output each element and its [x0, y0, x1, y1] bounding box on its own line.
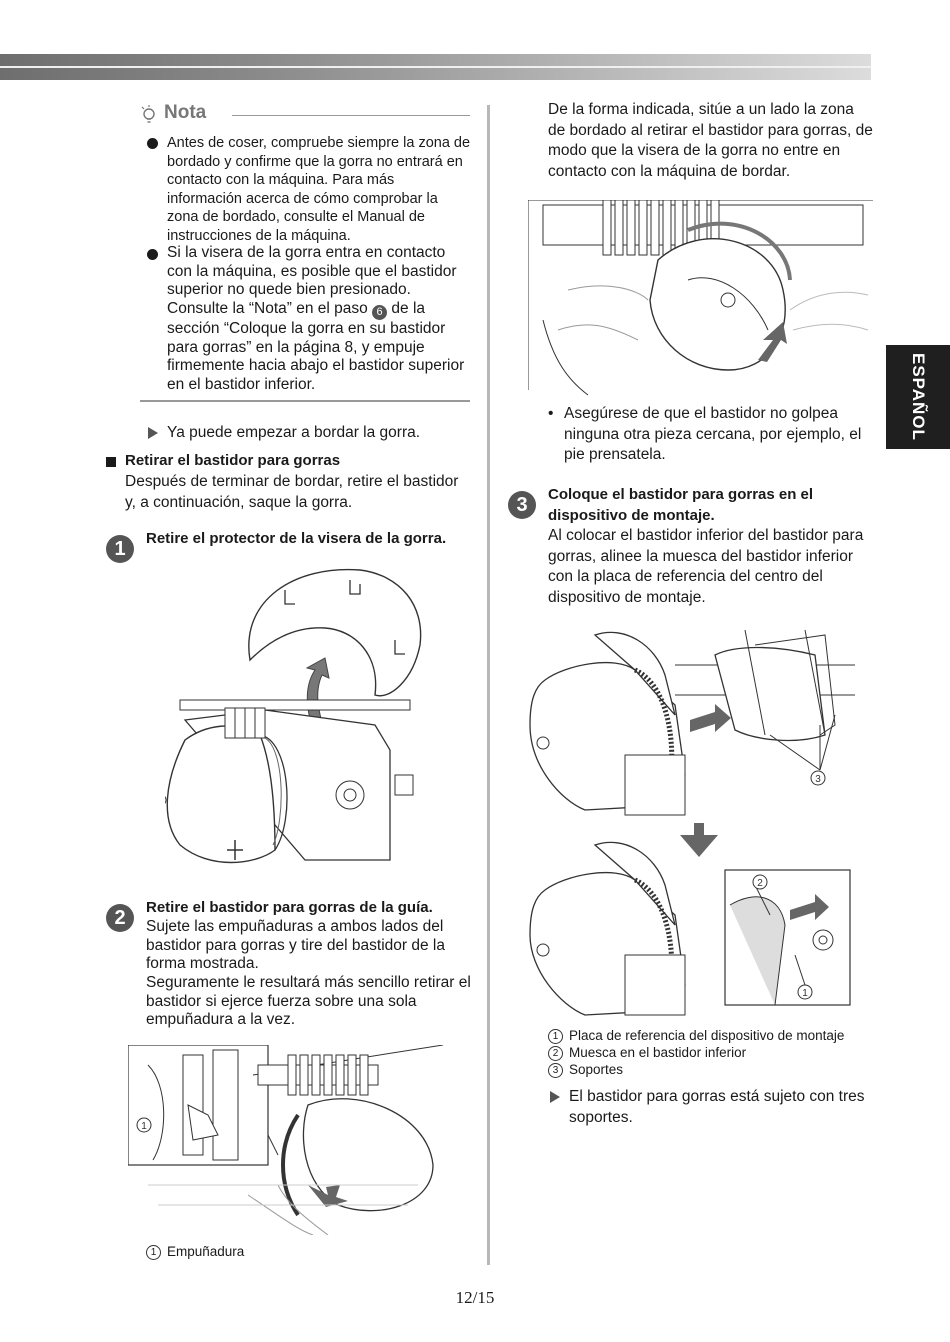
note-header: Nota — [140, 102, 470, 128]
page-number: 12/15 — [455, 1288, 495, 1307]
section-bullet-icon — [106, 457, 116, 467]
step-2-legend: 1 Empuñadura — [146, 1243, 446, 1262]
step-3-result: El bastidor para gorras está sujeto con … — [569, 1088, 865, 1126]
step-number: 1 — [106, 535, 134, 563]
step-number: 3 — [508, 491, 536, 519]
bullet — [147, 249, 158, 260]
right-bullet-text: Asegúrese de que el bastidor no golpea n… — [564, 405, 862, 463]
result-arrow-icon — [148, 427, 158, 439]
figure-mounting-device: 3 2 1 — [529, 629, 855, 1016]
step-1-title: Retire el protector de la visera de la g… — [146, 530, 447, 547]
callout-2: 2 — [757, 878, 763, 889]
note-title: Nota — [164, 102, 207, 123]
step-3-title: Coloque el bastidor para gorras en el di… — [548, 486, 814, 524]
column-divider — [487, 105, 490, 1265]
step-number: 2 — [106, 904, 134, 932]
figure-side-position — [528, 200, 873, 396]
figure-visor-protector — [165, 568, 422, 864]
note-rule — [232, 115, 470, 116]
ready-text: Ya puede empezar a bordar la gorra. — [167, 424, 421, 441]
language-tab: ESPAÑOL — [886, 345, 950, 449]
callout-3: 3 — [815, 774, 821, 785]
header-gradient-bar — [0, 54, 871, 80]
section-title: Retirar el bastidor para gorras — [125, 452, 341, 469]
step-2-title: Retire el bastidor para gorras de la guí… — [146, 899, 433, 916]
callout-1b: 1 — [802, 988, 808, 999]
note-bullet-1: Antes de coser, compruebe siempre la zon… — [167, 135, 471, 244]
legend-label: Empuñadura — [167, 1244, 245, 1259]
step-3-body: Al colocar el bastidor inferior del bast… — [548, 527, 864, 606]
right-bullet: • Asegúrese de que el bastidor no golpea… — [548, 404, 873, 466]
figure-remove-frame: 1 — [128, 1045, 444, 1235]
step-ref-badge: 6 — [372, 304, 388, 320]
lightbulb-icon — [141, 105, 155, 123]
result-arrow-icon — [550, 1091, 560, 1103]
step-2-body: Sujete las empuñaduras a ambos lados del… — [146, 918, 445, 972]
right-intro: De la forma indicada, sitúe a un lado la… — [548, 101, 873, 180]
legend-number: 1 — [146, 1245, 161, 1260]
bullet — [147, 138, 158, 149]
section-intro: Después de terminar de bordar, retire el… — [125, 473, 459, 511]
note-bottom-rule — [140, 400, 470, 402]
callout-1: 1 — [141, 1121, 147, 1132]
step-2-body-2: Seguramente le resultará más sencillo re… — [146, 974, 471, 1028]
note-bullet-2: Si la visera de la gorra entra en contac… — [167, 244, 465, 394]
language-tab-label: ESPAÑOL — [909, 353, 928, 441]
